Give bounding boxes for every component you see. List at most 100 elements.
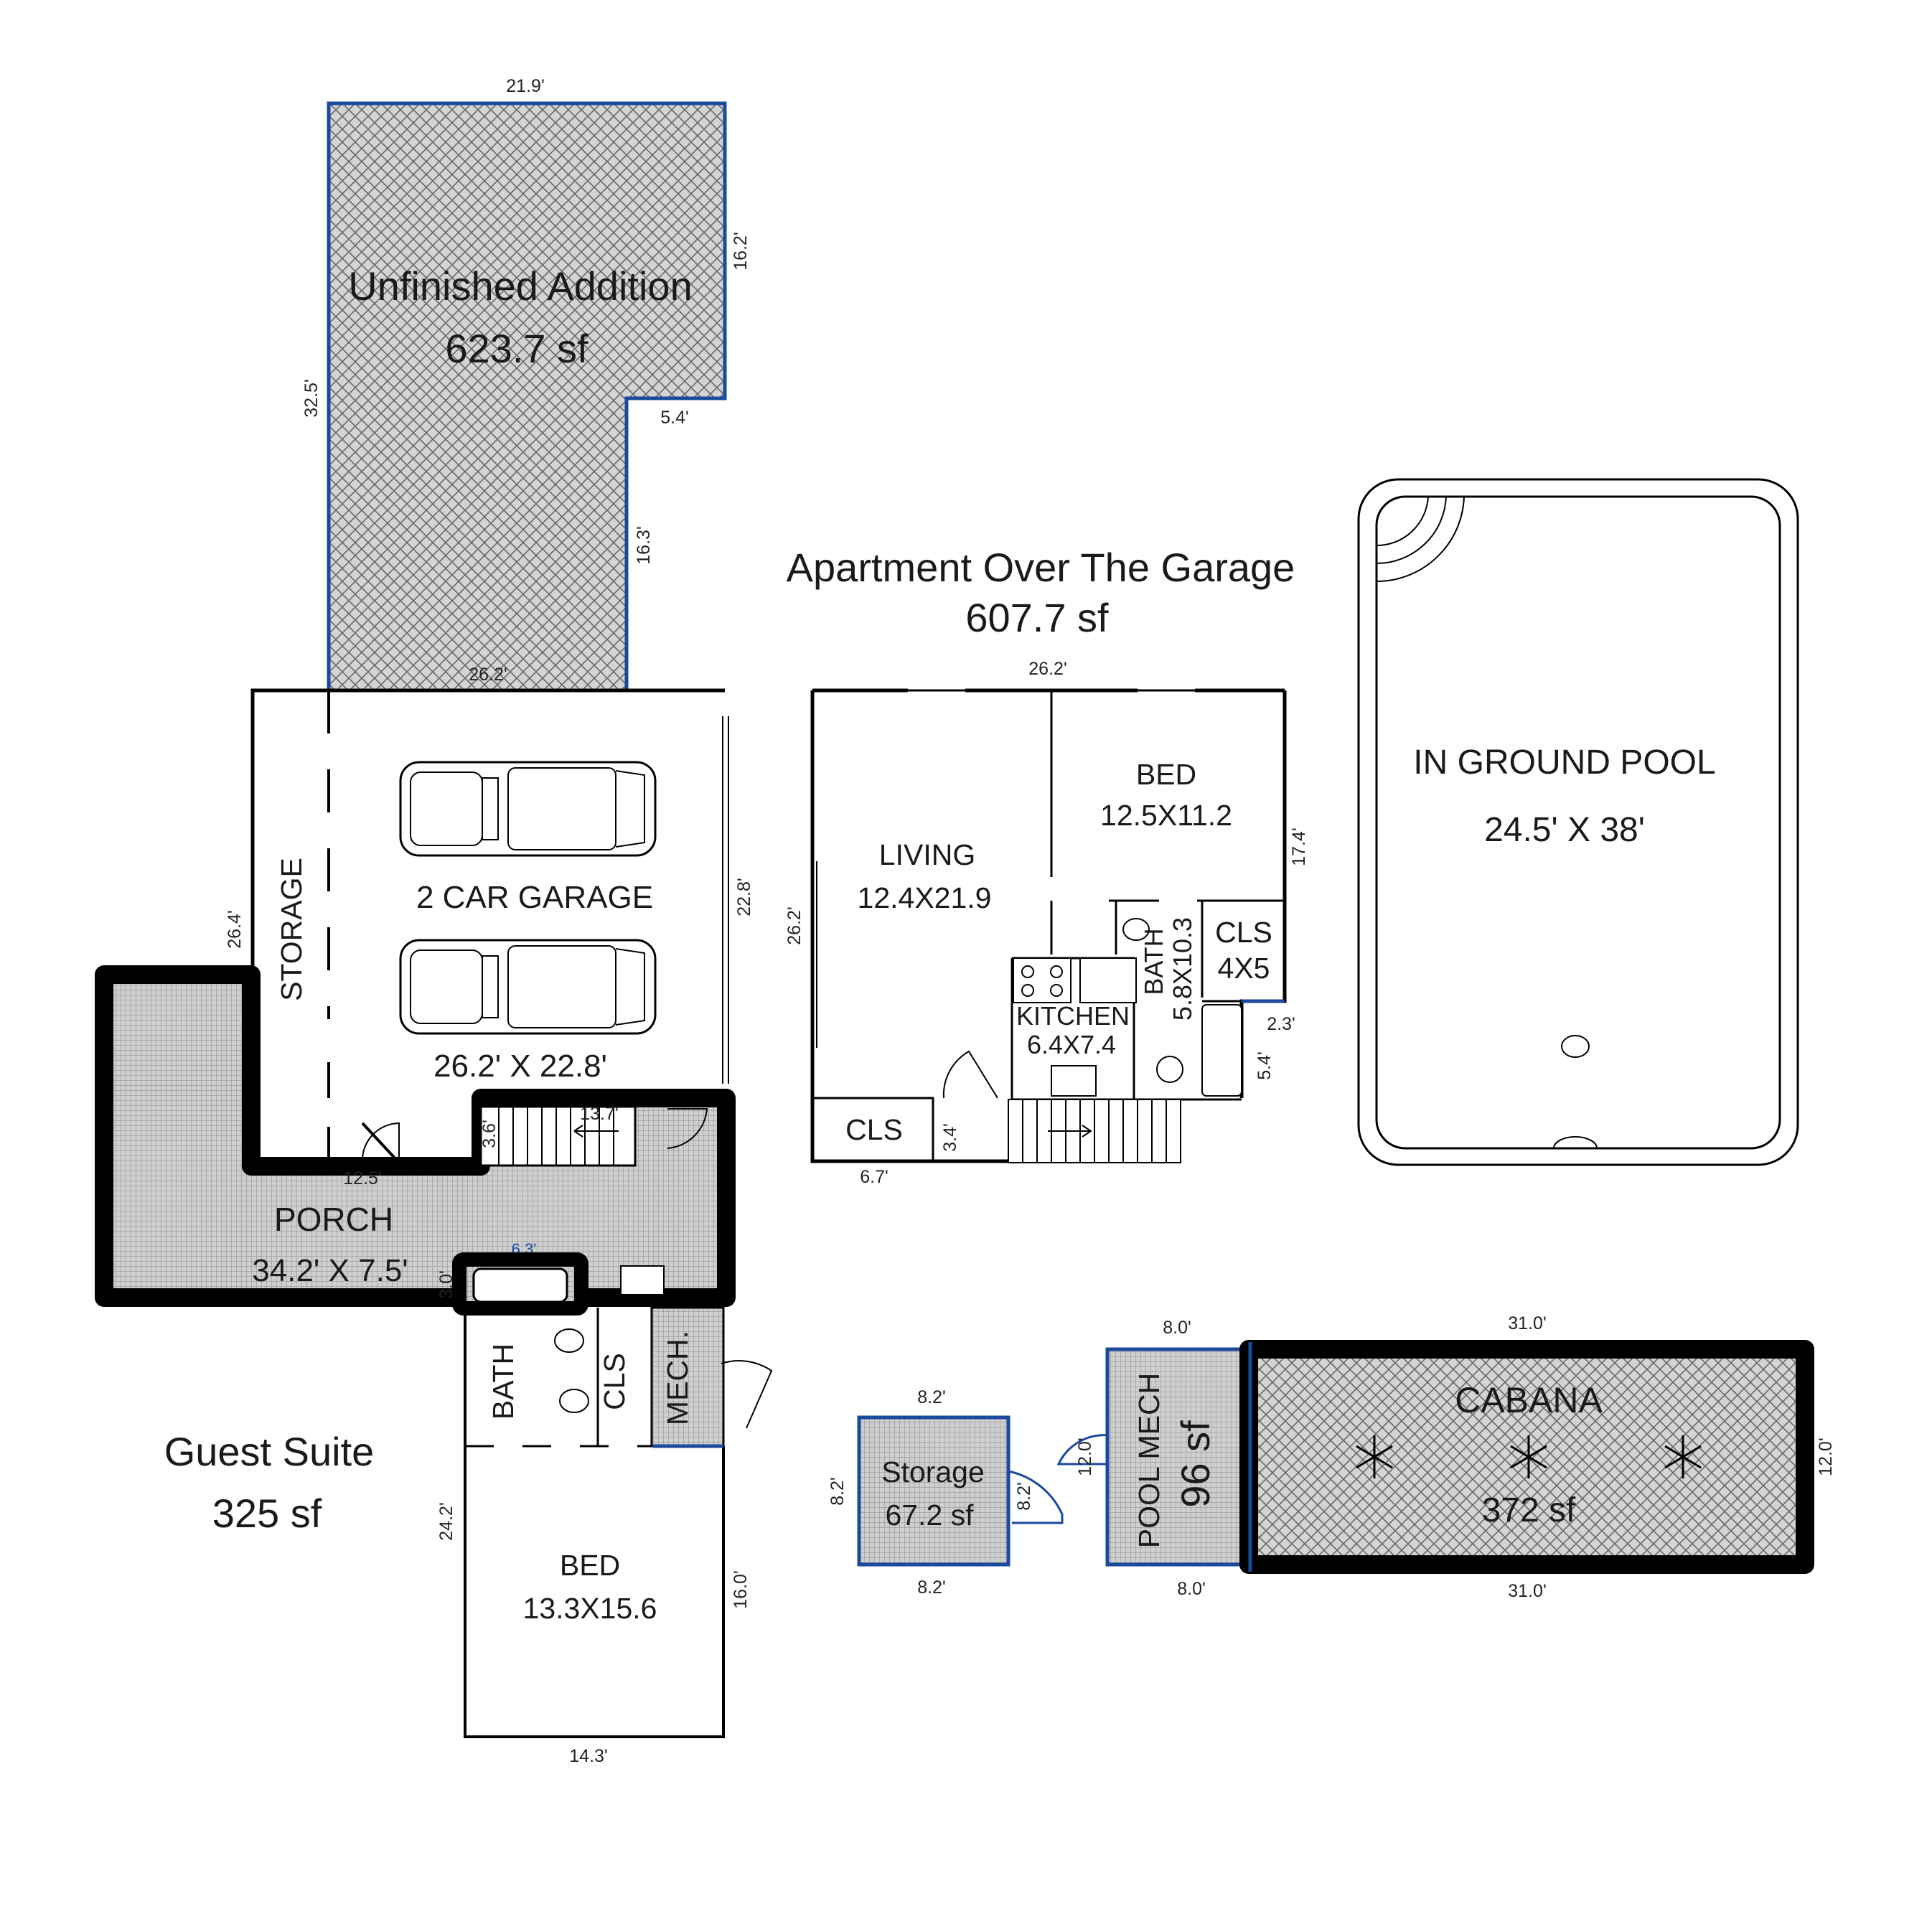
dim-guest-bottom: 14.3': [569, 1746, 607, 1766]
porch-size: 34.2' X 7.5': [252, 1253, 408, 1288]
unfinished-addition-area: [327, 101, 727, 693]
guest-mech-label: MECH.: [661, 1331, 694, 1425]
dim-porch-seg: 12.5': [343, 1168, 381, 1188]
living-size: 12.4X21.9: [858, 881, 992, 914]
fridge-icon: [1079, 957, 1137, 1003]
stairs-box: [479, 1105, 637, 1167]
dim-st-right: 8.2': [1014, 1482, 1034, 1511]
storage2-area: 67.2 sf: [885, 1499, 974, 1532]
dim-pm-top: 8.0': [1163, 1318, 1191, 1338]
apartment-area: 607.7 sf: [965, 595, 1109, 640]
apt-stairs-arrow-icon: [1048, 1125, 1092, 1138]
porch-sink: [620, 1265, 665, 1295]
poolmech-title: POOL MECH: [1133, 1373, 1166, 1549]
garage-stairs: 13.7' 3.6': [479, 1104, 708, 1167]
guest-bed-size: 13.3X15.6: [523, 1592, 657, 1625]
dim-apt-top: 26.2': [1028, 659, 1066, 679]
garage-wall: [250, 688, 725, 975]
dim-cab-right: 12.0': [1816, 1438, 1836, 1476]
apt-tub-icon: [1201, 1004, 1242, 1097]
unfinished-area: 623.7 sf: [445, 326, 588, 371]
apt-bath-size: 5.8X10.3: [1168, 917, 1197, 1021]
dim-pm-left: 12.0': [1075, 1438, 1095, 1476]
pool-steps: [1376, 496, 1465, 582]
storage-door-swing: [1008, 1470, 1064, 1524]
guest-cls-label: CLS: [598, 1353, 631, 1410]
dim-pm-bottom: 8.0': [1177, 1579, 1206, 1599]
apt-bath-title: BATH: [1139, 928, 1168, 995]
pool-drain-icon: [1561, 1035, 1590, 1058]
car-bottom: [399, 939, 657, 1035]
dim-stair-w: 13.7': [580, 1104, 618, 1124]
guest-walls: [464, 1308, 725, 1738]
apt-cls-walls: [812, 1097, 934, 1161]
dim-apt-right: 17.4': [1289, 827, 1309, 866]
dim-apt-left: 26.2': [784, 906, 805, 944]
dim-apt-bottom: 6.7': [860, 1167, 888, 1187]
guest-mech-area: [650, 1306, 725, 1448]
storage-shed-area: [857, 1415, 1010, 1567]
cabana-area-label: 372 sf: [1482, 1491, 1576, 1529]
living-title: LIVING: [879, 838, 975, 871]
guest-area: 325 sf: [212, 1491, 322, 1536]
dim-cab-bottom: 31.0': [1508, 1581, 1546, 1601]
kitchen-size: 6.4X7.4: [1027, 1030, 1116, 1059]
stair-door-swing: [667, 1108, 708, 1149]
apt-toilet-icon: [1156, 1056, 1183, 1083]
dim-apt-door: 3.4': [940, 1123, 960, 1152]
apt-bath-sink-icon: [1122, 918, 1150, 941]
dim-ua-step: 5.4': [660, 408, 689, 428]
apt-bed-title: BED: [1136, 758, 1196, 791]
dim-st-bottom: 8.2': [917, 1577, 946, 1598]
car-top: [399, 761, 657, 857]
ceiling-fan-icon-2: [1510, 1435, 1547, 1478]
dim-garage-left: 26.4': [225, 910, 245, 948]
garage-title: 2 CAR GARAGE: [416, 880, 653, 915]
pool-size: 24.5' X 38': [1484, 811, 1645, 849]
bath-walls: [1109, 899, 1285, 1003]
dim-apt-step: 2.3': [1267, 1014, 1295, 1034]
guest-suite: BATH CLS MECH. BED 13.3X15.6 Guest Suite…: [164, 1252, 773, 1766]
dim-garage-right: 22.8': [734, 878, 754, 916]
guest-bed-title: BED: [560, 1549, 620, 1582]
unfinished-title: Unfinished Addition: [348, 263, 692, 309]
pool-inner: [1375, 495, 1781, 1150]
porch-area: [95, 965, 736, 1307]
pool-title: IN GROUND POOL: [1413, 744, 1715, 782]
apt-bed-size: 12.5X11.2: [1100, 799, 1232, 832]
pool-skimmer-icon: [1553, 1136, 1598, 1149]
apartment-title: Apartment Over The Garage: [787, 545, 1295, 590]
apt-cls-title: CLS: [1215, 916, 1272, 949]
apartment-walls: [810, 690, 1010, 1163]
kitchen-title: KITCHEN: [1016, 1001, 1130, 1031]
apartment-right-wall: [1239, 690, 1287, 1098]
pool-mech-door-swing: [1056, 1434, 1110, 1466]
storage2-title: Storage: [881, 1455, 985, 1488]
ceiling-fan-icon-1: [1356, 1435, 1393, 1478]
pool-mech-area: [1105, 1347, 1247, 1567]
dim-apt-step2: 5.4': [1255, 1051, 1275, 1080]
porch-title: PORCH: [274, 1201, 393, 1238]
poolmech-area: 96 sf: [1173, 1420, 1218, 1508]
stair-treads: [498, 1107, 614, 1166]
guest-toilet-icon: [554, 1328, 584, 1353]
dim-ua-left: 32.5': [301, 379, 322, 417]
dim-st-left: 8.2': [827, 1477, 848, 1506]
guest-bath-label: BATH: [487, 1344, 520, 1420]
cabana-title: CABANA: [1455, 1380, 1603, 1420]
porch-door-leaf: [361, 1122, 400, 1164]
guest-door-swing: [721, 1360, 773, 1429]
garage: 2 CAR GARAGE 26.2' X 22.8' STORAGE 26.4'…: [225, 688, 754, 1166]
apt-cls-size: 4X5: [1218, 952, 1270, 985]
storage-shed: Storage 67.2 sf 8.2' 8.2' 8.2' 8.2': [827, 1387, 1064, 1598]
guest-tub: [472, 1267, 568, 1303]
dim-stair-h: 3.6': [479, 1120, 500, 1148]
apt-cls2-label: CLS: [845, 1113, 903, 1146]
stairs-arrow-icon: [573, 1125, 619, 1138]
dim-guest-left: 24.2': [436, 1502, 456, 1540]
apt-door-swing: [942, 1050, 998, 1099]
dim-ua-right: 16.2': [731, 232, 751, 270]
apartment: Apartment Over The Garage 607.7 sf: [784, 545, 1309, 1187]
in-ground-pool: IN GROUND POOL 24.5' X 38': [1357, 478, 1799, 1166]
